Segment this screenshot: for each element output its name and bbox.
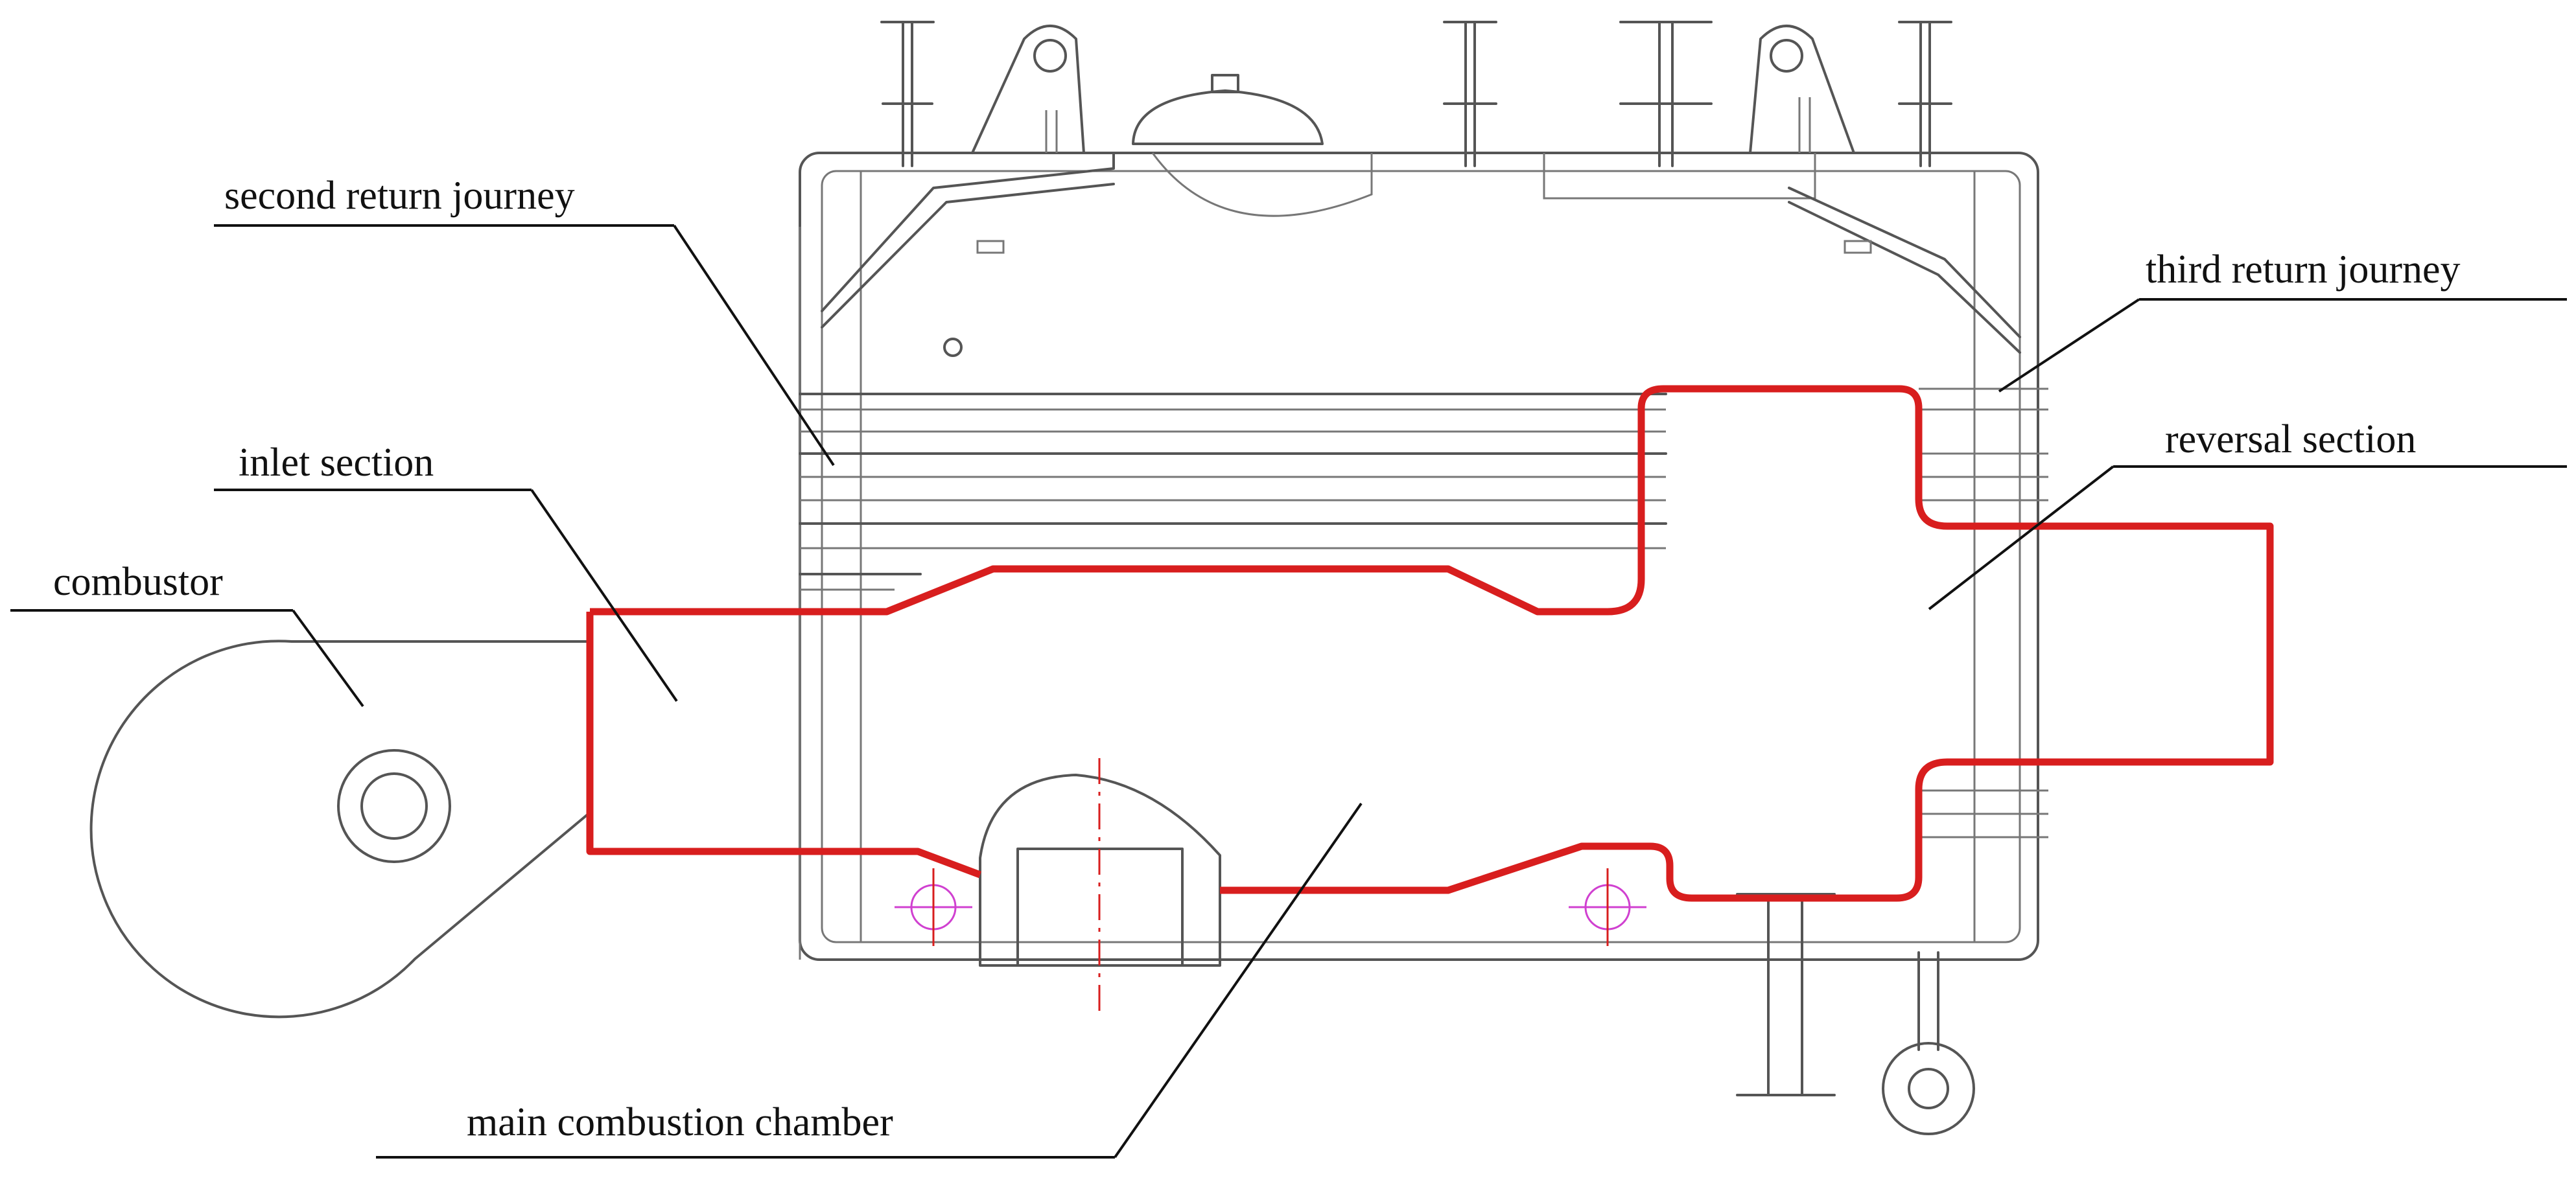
label-text-second-return-journey: second return journey: [224, 174, 575, 218]
bottom-fittings: [979, 758, 1975, 1135]
internal-stays: [821, 153, 2021, 354]
label-text-main-combustion-chamber: main combustion chamber: [467, 1100, 893, 1144]
tube-bundle: [799, 387, 2048, 838]
label-inlet-section: inlet section: [214, 441, 678, 702]
label-combustor: combustor: [10, 560, 364, 708]
top-nozzles: [880, 21, 1952, 167]
combustor-burner-outer-ring: [337, 749, 451, 863]
label-text-combustor: combustor: [53, 560, 223, 604]
flue-gas-path: [586, 385, 2274, 902]
label-text-third-return-journey: third return journey: [2146, 248, 2461, 292]
inspection-markers: [895, 868, 1646, 946]
label-text-inlet-section: inlet section: [239, 441, 434, 485]
combustor-housing: [89, 640, 591, 1019]
combustor-burner-inner-ring: [360, 772, 428, 840]
label-second-return-journey: second return journey: [214, 174, 835, 467]
manhole-cover: [1132, 74, 1373, 217]
label-main-combustion-chamber: main combustion chamber: [376, 802, 1363, 1159]
label-reversal-section: reversal section: [1928, 417, 2567, 610]
lifting-lugs: [971, 25, 1855, 154]
label-third-return-journey: third return journey: [1998, 248, 2567, 393]
label-text-reversal-section: reversal section: [2165, 417, 2416, 461]
